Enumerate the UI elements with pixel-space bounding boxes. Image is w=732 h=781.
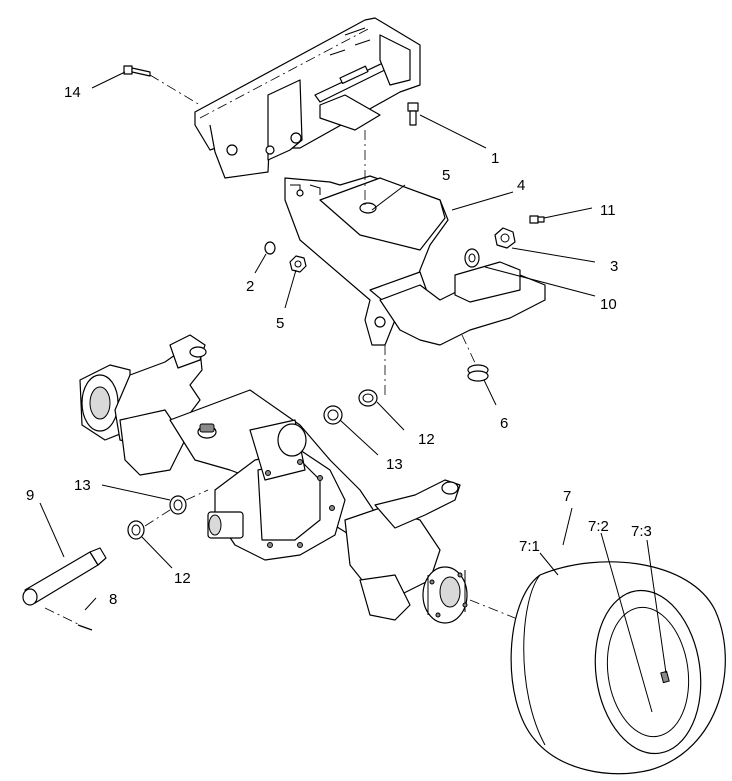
washer-13-right-hole: [327, 409, 339, 421]
mounting-plate: [284, 130, 546, 395]
callout-3: 3: [610, 258, 618, 275]
washer-12-right: [358, 389, 378, 407]
washer-10-hole: [468, 253, 476, 263]
clip-6: [461, 334, 489, 382]
callout-1: 1: [491, 150, 499, 167]
axle-assembly: [79, 334, 521, 624]
hidden-line-pin-8: [44, 607, 81, 626]
hidden-line-washers-left: [144, 489, 209, 527]
callout-11: 11: [600, 202, 616, 219]
callout-7-1: 7:1: [519, 538, 540, 555]
cotter-pin-8: [77, 624, 93, 631]
washer-12-left: [127, 520, 145, 540]
bolt-11: [529, 215, 545, 224]
callout-7: 7: [563, 488, 571, 505]
leader-lines: [39, 71, 667, 713]
washer-10: [464, 248, 480, 268]
callout-6: 6: [500, 415, 508, 432]
callout-8: 8: [109, 591, 117, 608]
callout-13-left: 13: [74, 477, 91, 494]
callout-7-3: 7:3: [631, 523, 652, 540]
callout-2: 2: [246, 278, 254, 295]
callout-4: 4: [517, 177, 525, 194]
callout-13-right: 13: [386, 456, 403, 473]
nut-5-left: [289, 255, 307, 273]
callout-10: 10: [600, 296, 617, 313]
washer-2: [264, 241, 276, 255]
tire-wheel-7: [510, 561, 726, 775]
nut-3: [494, 227, 516, 249]
washer-13-right: [323, 405, 343, 425]
callout-7-2: 7:2: [588, 518, 609, 535]
callout-9: 9: [26, 487, 34, 504]
washer-12-right-hole: [362, 393, 374, 403]
pivot-pin-9: [22, 547, 107, 606]
washer-12-left-hole: [131, 524, 141, 536]
frame-bracket: [194, 17, 421, 179]
callout-5-top: 5: [442, 167, 450, 184]
callout-12-right: 12: [418, 431, 435, 448]
washer-13-left-hole: [173, 499, 183, 511]
callout-14: 14: [64, 84, 81, 101]
bolt-1: [407, 102, 419, 126]
washer-13-left: [169, 495, 187, 515]
hidden-line-bolt-14: [149, 74, 201, 106]
callout-5-bottom: 5: [276, 315, 284, 332]
callout-12-left: 12: [174, 570, 191, 587]
bolt-14: [123, 65, 151, 77]
